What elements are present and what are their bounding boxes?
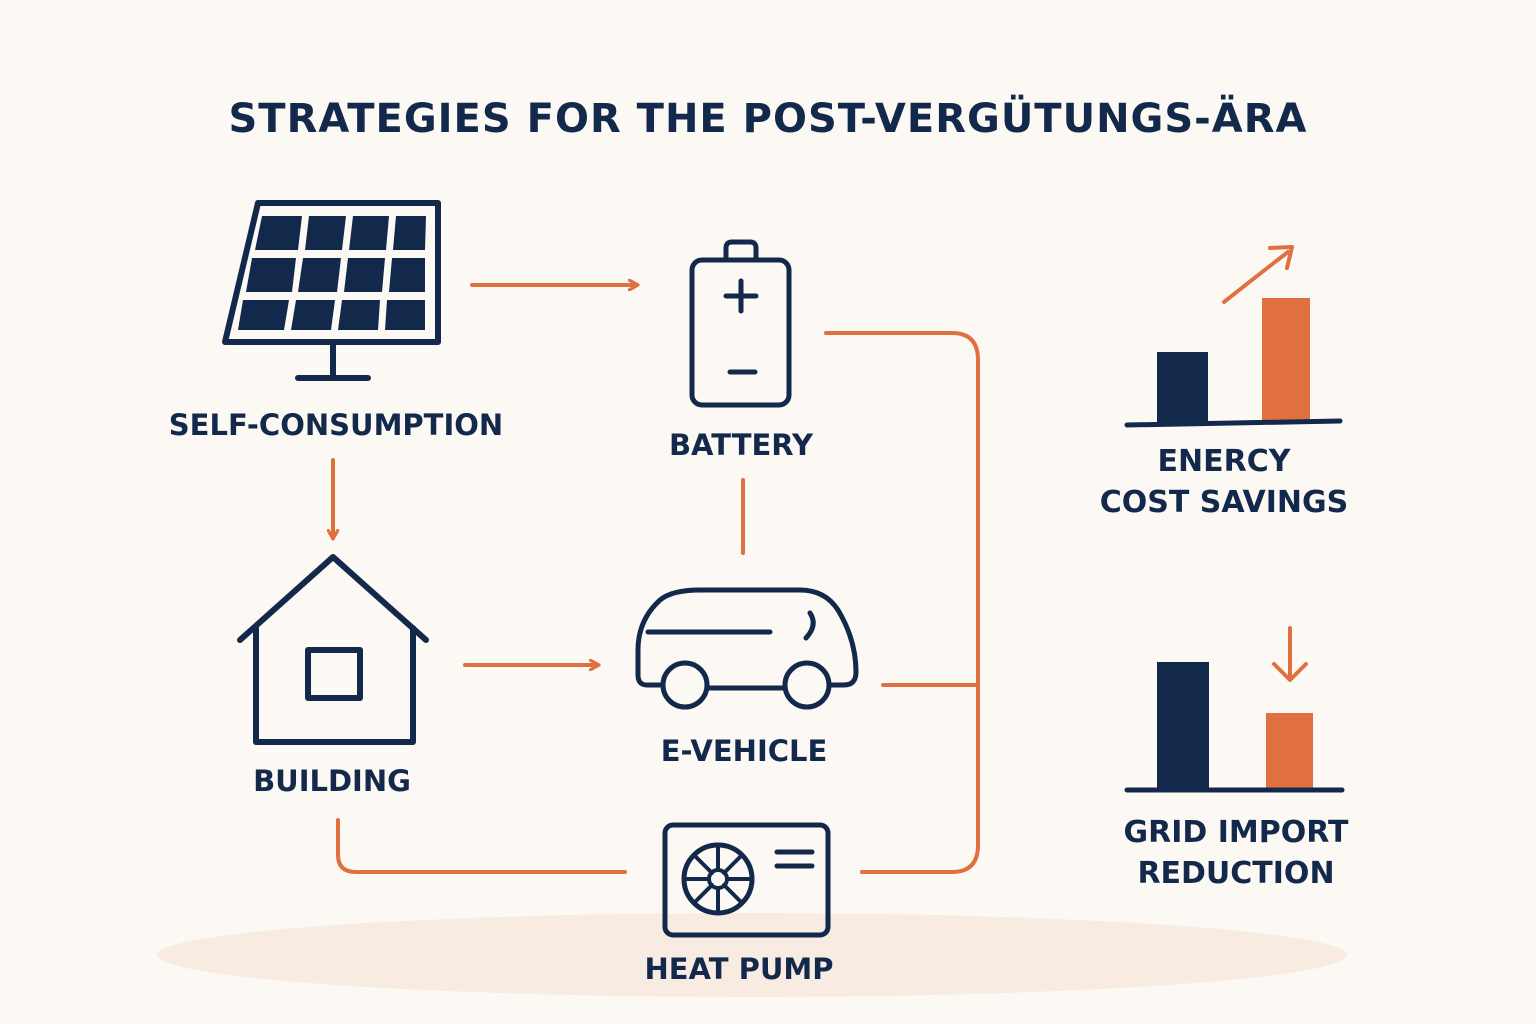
- house-icon: [237, 554, 429, 745]
- connectors: [333, 285, 980, 874]
- e-vehicle-label: E-VEHICLE: [660, 734, 828, 768]
- van-icon: [635, 587, 859, 710]
- bar-chart-down-bar-before: [1157, 662, 1209, 790]
- solar-panel-icon: [222, 200, 441, 381]
- heat-pump-icon: [662, 822, 831, 938]
- battery-icon: [689, 239, 792, 408]
- line-building-to-heat-pump: [336, 818, 627, 874]
- floor-shadow: [157, 913, 1347, 997]
- energy-cost-savings-line2: COST SAVINGS: [1099, 484, 1349, 520]
- grid-import-reduction-line1: GRID IMPORT: [1123, 815, 1349, 850]
- line-bus-right: [824, 331, 980, 874]
- page-title: STRATEGIES FOR THE POST-VERGÜTUNGS-ÄRA: [228, 96, 1308, 142]
- bar-chart-up-bar-after: [1262, 298, 1310, 422]
- energy-cost-savings-line1: ENERCY: [1157, 444, 1291, 479]
- grid-import-reduction-label: GRID IMPORT REDUCTION: [1086, 813, 1386, 894]
- self-consumption-label: SELF-CONSUMPTION: [168, 408, 504, 442]
- bar-chart-up-icon: [1124, 245, 1343, 428]
- battery-label: BATTERY: [668, 428, 814, 462]
- heat-pump-label: HEAT PUMP: [644, 952, 834, 986]
- building-label: BUILDING: [253, 764, 411, 798]
- grid-import-reduction-line2: REDUCTION: [1137, 855, 1335, 891]
- bar-chart-down-bar-after: [1266, 713, 1313, 790]
- energy-cost-savings-label: ENERCY COST SAVINGS: [1074, 442, 1374, 523]
- bar-chart-down-icon: [1124, 626, 1345, 793]
- bar-chart-up-bar-before: [1157, 352, 1208, 424]
